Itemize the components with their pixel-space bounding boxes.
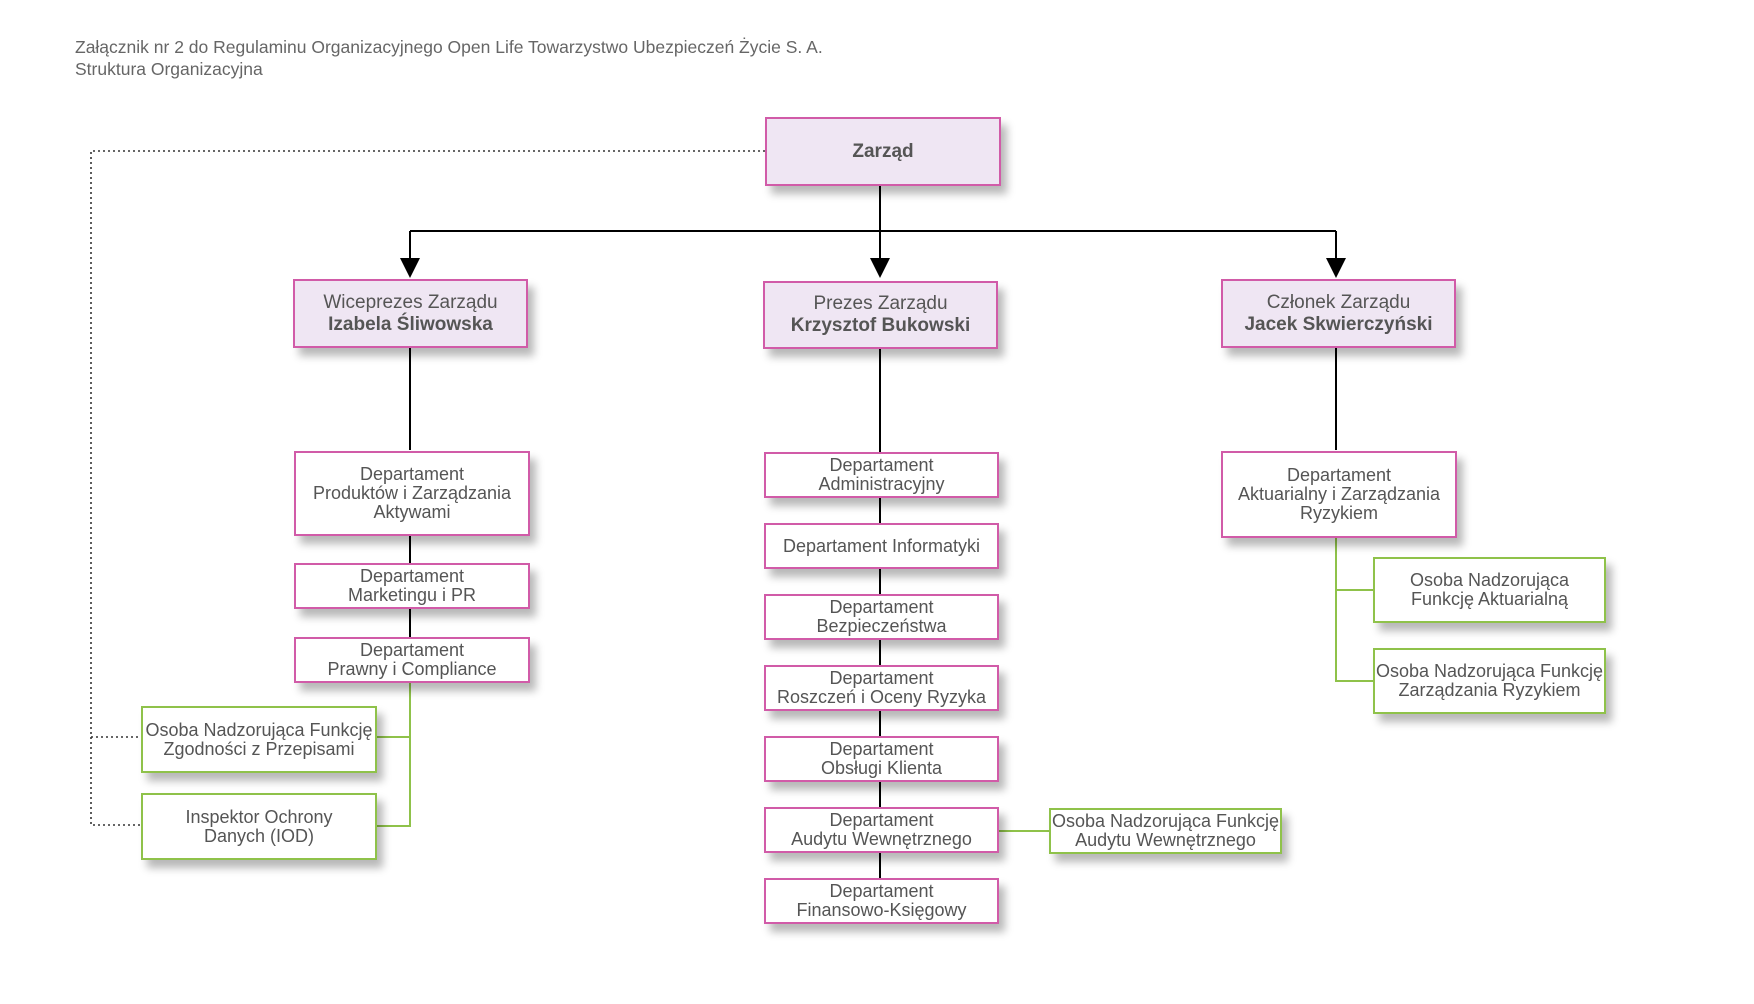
department-box: Departament Marketingu i PR xyxy=(294,563,530,609)
document-header: Załącznik nr 2 do Regulaminu Organizacyj… xyxy=(75,36,823,80)
board-member-role: Członek Zarządu xyxy=(1266,291,1411,313)
department-box: Departament Finansowo-Księgowy xyxy=(764,878,999,924)
department-box: Departament Bezpieczeństwa xyxy=(764,594,999,640)
vice-president-role: Wiceprezes Zarządu xyxy=(323,291,498,313)
president-name: Krzysztof Bukowski xyxy=(790,315,971,336)
officer-line: Inspektor Ochrony xyxy=(185,806,333,827)
department-line: Administracyjny xyxy=(818,474,945,494)
officer-box: Osoba Nadzorująca Funkcję Aktuarialną xyxy=(1373,557,1606,623)
header-subtitle: Struktura Organizacyjna xyxy=(75,59,263,79)
vice-president-name: Izabela Śliwowska xyxy=(328,313,493,335)
officer-line: Audytu Wewnętrznego xyxy=(1075,830,1256,850)
president-box: Prezes Zarządu Krzysztof Bukowski xyxy=(763,281,998,349)
department-line: Prawny i Compliance xyxy=(327,659,497,679)
department-line: Marketingu i PR xyxy=(347,585,477,605)
department-box: Departament Administracyjny xyxy=(764,452,999,498)
department-line: Obsługi Klienta xyxy=(820,758,943,778)
department-line: Aktywami xyxy=(373,502,451,522)
department-line: Audytu Wewnętrznego xyxy=(791,829,972,849)
department-line: Departament xyxy=(829,455,934,475)
department-box: Departament Produktów i Zarządzania Akty… xyxy=(294,451,530,536)
department-line: Ryzykiem xyxy=(1299,503,1378,523)
officer-line: Zarządzania Ryzykiem xyxy=(1398,680,1581,700)
officer-line: Danych (IOD) xyxy=(203,825,315,846)
president-role: Prezes Zarządu xyxy=(813,293,948,314)
officer-line: Zgodności z Przepisami xyxy=(163,738,355,759)
department-box: Departament Prawny i Compliance xyxy=(294,637,530,683)
department-box: Departament Audytu Wewnętrznego xyxy=(764,807,999,853)
officer-line: Osoba Nadzorująca Funkcję xyxy=(1375,661,1604,681)
department-line: Departament xyxy=(829,810,934,830)
board-box: Zarząd xyxy=(765,117,1001,186)
officer-line: Osoba Nadzorująca Funkcję xyxy=(145,719,373,740)
board-label: Zarząd xyxy=(852,140,914,162)
officer-box: Osoba Nadzorująca Funkcję Zarządzania Ry… xyxy=(1373,648,1606,714)
vice-president-box: Wiceprezes Zarządu Izabela Śliwowska xyxy=(293,279,528,348)
department-box: Departament Roszczeń i Oceny Ryzyka xyxy=(764,665,999,711)
officer-box: Inspektor Ochrony Danych (IOD) xyxy=(141,793,377,860)
department-line: Bezpieczeństwa xyxy=(816,616,947,636)
department-line: Departament xyxy=(1286,465,1392,485)
officer-box: Osoba Nadzorująca Funkcję Audytu Wewnętr… xyxy=(1049,808,1282,854)
department-line: Departament xyxy=(359,640,465,660)
department-line: Aktuarialny i Zarządzania xyxy=(1237,484,1441,504)
department-box: Departament Obsługi Klienta xyxy=(764,736,999,782)
board-member-name: Jacek Skwierczyński xyxy=(1244,313,1433,335)
board-member-box: Członek Zarządu Jacek Skwierczyński xyxy=(1221,279,1456,348)
department-line: Departament Informatyki xyxy=(782,535,981,556)
department-line: Departament xyxy=(829,668,934,688)
department-box: Departament Informatyki xyxy=(764,523,999,569)
department-line: Finansowo-Księgowy xyxy=(796,900,967,920)
department-line: Departament xyxy=(829,597,934,617)
officer-line: Osoba Nadzorująca xyxy=(1409,570,1570,590)
department-line: Departament xyxy=(359,464,465,484)
department-line: Roszczeń i Oceny Ryzyka xyxy=(776,687,987,707)
officer-line: Osoba Nadzorująca Funkcję xyxy=(1051,811,1280,831)
department-line: Departament xyxy=(359,566,465,586)
officer-box: Osoba Nadzorująca Funkcję Zgodności z Pr… xyxy=(141,706,377,773)
department-box: Departament Aktuarialny i Zarządzania Ry… xyxy=(1221,451,1457,538)
department-line: Produktów i Zarządzania xyxy=(312,483,512,503)
header-title: Załącznik nr 2 do Regulaminu Organizacyj… xyxy=(75,37,823,57)
department-line: Departament xyxy=(829,739,934,759)
officer-line: Funkcję Aktuarialną xyxy=(1410,589,1569,609)
department-line: Departament xyxy=(829,881,934,901)
